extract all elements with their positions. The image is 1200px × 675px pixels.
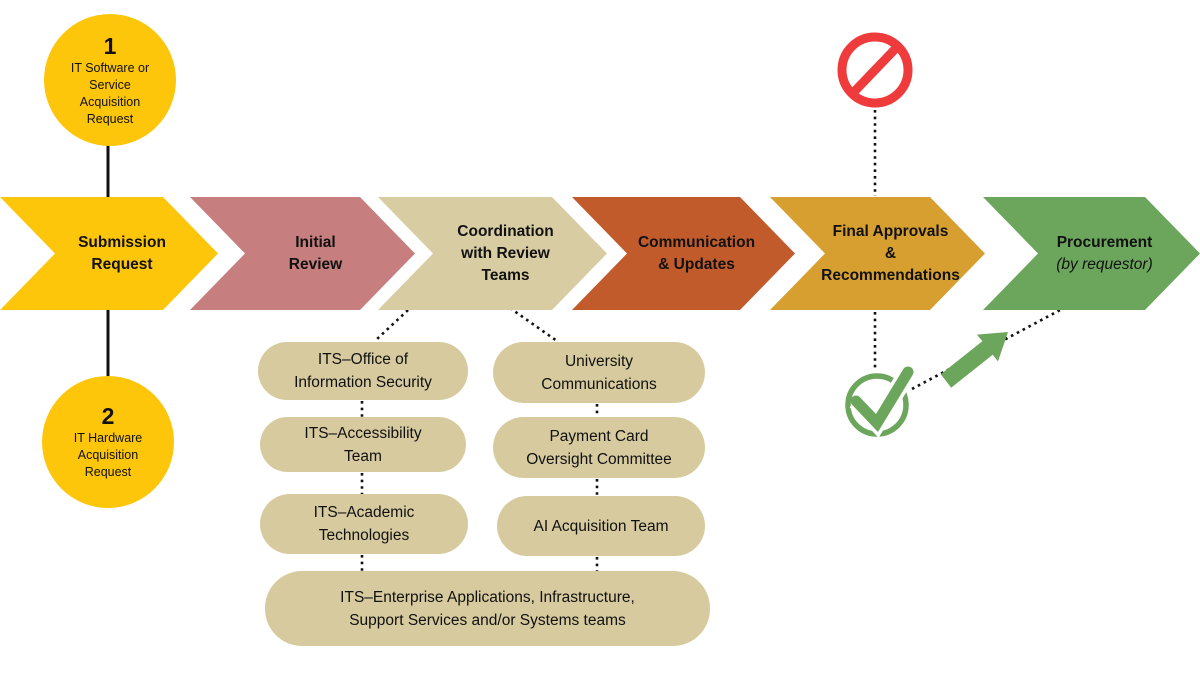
pill-label-line: Payment Card bbox=[549, 427, 649, 445]
flow-step-label-line: (by requestor) bbox=[1056, 255, 1153, 273]
review-team-pill-academic-technologies: ITS–Academic Technologies bbox=[260, 494, 468, 554]
entry-circle-label-line: Request bbox=[86, 111, 134, 126]
pill-label-line: Support Services and/or Systems teams bbox=[349, 611, 626, 629]
flow-step-label-line: Final Approvals bbox=[832, 222, 949, 240]
flow-step-label-line: Recommendations bbox=[821, 266, 960, 284]
entry-circle-number: 1 bbox=[103, 32, 117, 59]
pill-label-line: ITS–Accessibility bbox=[304, 424, 422, 442]
connector-approved-to-procurement-dotted bbox=[911, 307, 1063, 391]
pill-label-line: Oversight Committee bbox=[526, 450, 672, 468]
review-team-pill-office-information-security: ITS–Office of Information Security bbox=[258, 342, 468, 400]
entry-circle-label-line: IT Software or bbox=[70, 60, 150, 75]
review-team-pill-ai-acquisition-team: AI Acquisition Team bbox=[497, 496, 705, 556]
checkmark-stroke bbox=[850, 366, 914, 432]
flow-step-label-line: with Review bbox=[461, 244, 550, 262]
pill-label-line: ITS–Enterprise Applications, Infrastruct… bbox=[340, 588, 635, 606]
review-team-pill-university-communications: University Communications bbox=[493, 342, 705, 403]
flow-step-label-line: Request bbox=[91, 255, 153, 273]
pill-label-line: Technologies bbox=[318, 527, 410, 544]
review-team-pill-enterprise-apps-infrastructure: ITS–Enterprise Applications, Infrastruct… bbox=[265, 571, 710, 646]
flow-step-label-line: Submission bbox=[78, 233, 166, 251]
flow-step-label-line: Initial bbox=[295, 233, 336, 251]
flow-step-label-line: Review bbox=[288, 255, 343, 273]
review-team-pill-accessibility-team: ITS–Accessibility Team bbox=[260, 417, 466, 472]
flow-step-label-line: Teams bbox=[481, 266, 530, 284]
flow-step-label-line: Coordination bbox=[457, 222, 554, 240]
entry-circle-number: 2 bbox=[101, 403, 115, 429]
flow-step-label-line: Communication bbox=[637, 233, 756, 251]
no-symbol-slash bbox=[848, 42, 902, 98]
pill-label-line: Team bbox=[344, 447, 382, 465]
no-symbol-ring bbox=[837, 32, 913, 108]
pill-label-line: Information Security bbox=[294, 374, 432, 391]
pill-label-line: University bbox=[564, 352, 634, 370]
entry-circle-hardware-request: 2 IT Hardware Acquisition Request bbox=[42, 376, 174, 508]
entry-circle-label-line: Service bbox=[89, 77, 131, 92]
flow-step-label-line: & bbox=[884, 244, 897, 262]
entry-circle-label-line: IT Hardware bbox=[73, 431, 143, 445]
entry-circle-label-line: Acquisition bbox=[79, 94, 141, 109]
flow-step-label-line: & Updates bbox=[658, 255, 735, 273]
review-team-pill-payment-card-oversight: Payment Card Oversight Committee bbox=[493, 417, 705, 478]
entry-circle-software-request: 1 IT Software or Service Acquisition Req… bbox=[44, 14, 176, 146]
arrow-northeast-icon bbox=[940, 332, 1008, 388]
entry-circle-label-line: Acquisition bbox=[77, 448, 139, 462]
pill-label-line: AI Acquisition Team bbox=[533, 517, 669, 535]
pill-label-line: ITS–Academic bbox=[313, 504, 415, 521]
pill-label-line: ITS–Office of bbox=[317, 351, 409, 368]
no-symbol-icon bbox=[837, 32, 913, 108]
checkmark-icon bbox=[845, 366, 916, 438]
entry-circle-label-line: Request bbox=[84, 465, 132, 479]
connector-chevron-rightcolumn-dotted bbox=[509, 306, 558, 343]
connector-chevron-leftcolumn-dotted bbox=[375, 309, 409, 341]
flow-step-label-line: Procurement bbox=[1056, 233, 1153, 251]
pill-label-line: Communications bbox=[541, 375, 657, 393]
